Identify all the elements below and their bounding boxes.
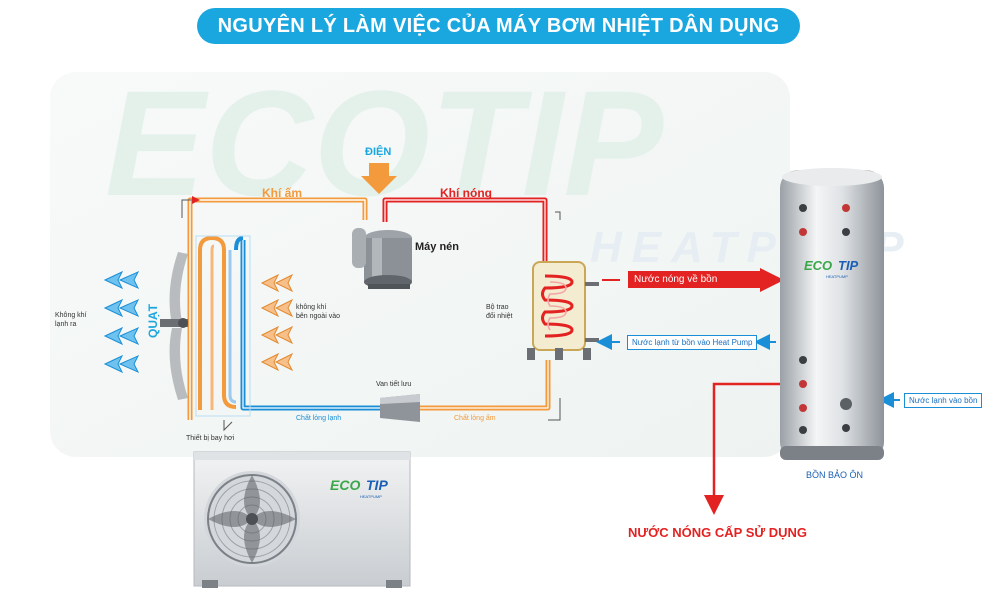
cold-air-label-2: lạnh ra: [55, 321, 77, 328]
power-input-icon: [361, 163, 397, 194]
cold-liquid-label: Chất lỏng lạnh: [296, 413, 341, 422]
outside-air-in-icon: [260, 273, 294, 372]
heat-pump-unit: [193, 451, 411, 588]
cold-water-into-tank-label: Nước lạnh vào bồn: [904, 393, 983, 408]
fan: [160, 252, 188, 400]
valve-label: Van tiết lưu: [376, 379, 411, 388]
tank-logo: ECO TIP HEATPUMP: [804, 258, 859, 279]
cold-water-from-tank-label: Nước lạnh từ bồn vào Heat Pump: [627, 335, 758, 350]
heat-exchanger: [527, 261, 599, 360]
outside-air-label-1: không khí: [296, 304, 326, 311]
tank-logo-tip: TIP: [838, 258, 859, 273]
hot-water-supply-label: NƯỚC NÓNG CẤP SỬ DỤNG: [628, 525, 807, 540]
exchanger-label-2: đổi nhiệt: [486, 312, 513, 320]
unit-logo-tip: TIP: [366, 477, 388, 493]
evaporator-label: Thiết bị bay hơi: [186, 433, 235, 442]
cold-air-out-icon: [103, 270, 140, 374]
hot-water-to-tank-label: Nước nóng về bồn: [628, 271, 760, 288]
background-panel: [50, 72, 790, 457]
evaporator: [195, 235, 251, 417]
warm-liquid-label: Chất lỏng ấm: [454, 413, 496, 422]
expansion-valve: [380, 394, 420, 422]
unit-logo-eco: ECO: [330, 477, 360, 493]
hot-gas-label: Khí nóng: [440, 186, 492, 200]
cold-air-label-1: Không khí: [55, 312, 87, 319]
power-label: ĐIỆN: [365, 145, 391, 158]
storage-tank: [780, 168, 884, 460]
tank-logo-eco: ECO: [804, 258, 832, 273]
exchanger-label-1: Bộ trao: [486, 304, 509, 311]
compressor: [352, 228, 412, 289]
tank-label: BỒN BẢO ÔN: [806, 469, 863, 480]
page-title: NGUYÊN LÝ LÀM VIỆC CỦA MÁY BƠM NHIỆT DÂN…: [197, 8, 800, 44]
tank-logo-sub: HEATPUMP: [826, 274, 848, 279]
unit-logo: ECO TIP HEATPUMP: [330, 477, 388, 499]
unit-logo-sub: HEATPUMP: [360, 494, 382, 499]
compressor-label: Máy nén: [415, 241, 459, 253]
outside-air-label-2: bên ngoài vào: [296, 313, 340, 320]
warm-gas-label: Khí ấm: [262, 186, 302, 200]
fan-label: QUẠT: [146, 303, 160, 338]
